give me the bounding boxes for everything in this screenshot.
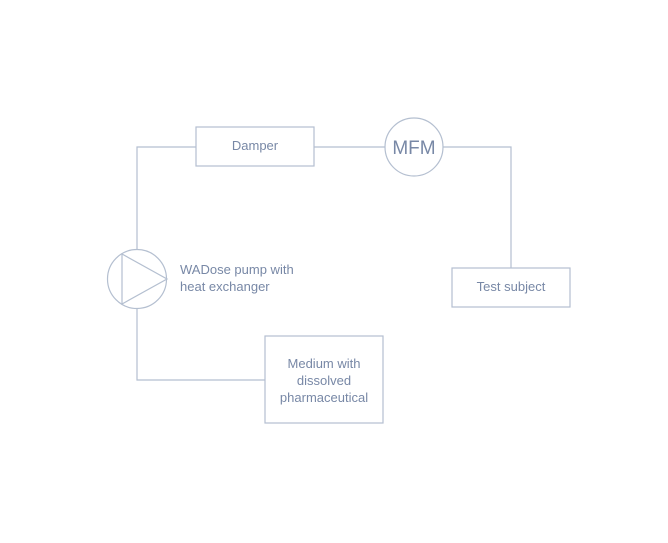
- medium-label-line3: pharmaceutical: [280, 390, 368, 405]
- test-subject-node: Test subject: [451, 267, 571, 308]
- pump-circle: [106, 248, 168, 310]
- damper-box: [195, 126, 315, 167]
- pump-triangle-icon: [121, 252, 169, 306]
- medium-label-line1: Medium with: [288, 356, 361, 371]
- mfm-circle: [384, 117, 444, 177]
- pump-node: WADose pump with heat exchanger: [106, 248, 294, 310]
- connector-pump-to-medium: [136, 309, 265, 381]
- medium-box: [264, 335, 384, 424]
- mfm-label: MFM: [392, 138, 435, 159]
- test-subject-box: [451, 267, 571, 308]
- damper-node: Damper: [195, 126, 315, 167]
- test-subject-label: Test subject: [477, 279, 546, 294]
- pump-label-line1: WADose pump with: [180, 262, 294, 277]
- medium-node: Medium with dissolved pharmaceutical: [264, 335, 384, 424]
- connector-mfm-to-test-subject: [443, 146, 512, 268]
- pump-label-line2: heat exchanger: [180, 279, 270, 294]
- damper-label: Damper: [232, 138, 279, 153]
- mfm-node: MFM: [384, 117, 444, 177]
- medium-label-line2: dissolved: [297, 373, 351, 388]
- connector-pump-to-damper: [136, 146, 196, 250]
